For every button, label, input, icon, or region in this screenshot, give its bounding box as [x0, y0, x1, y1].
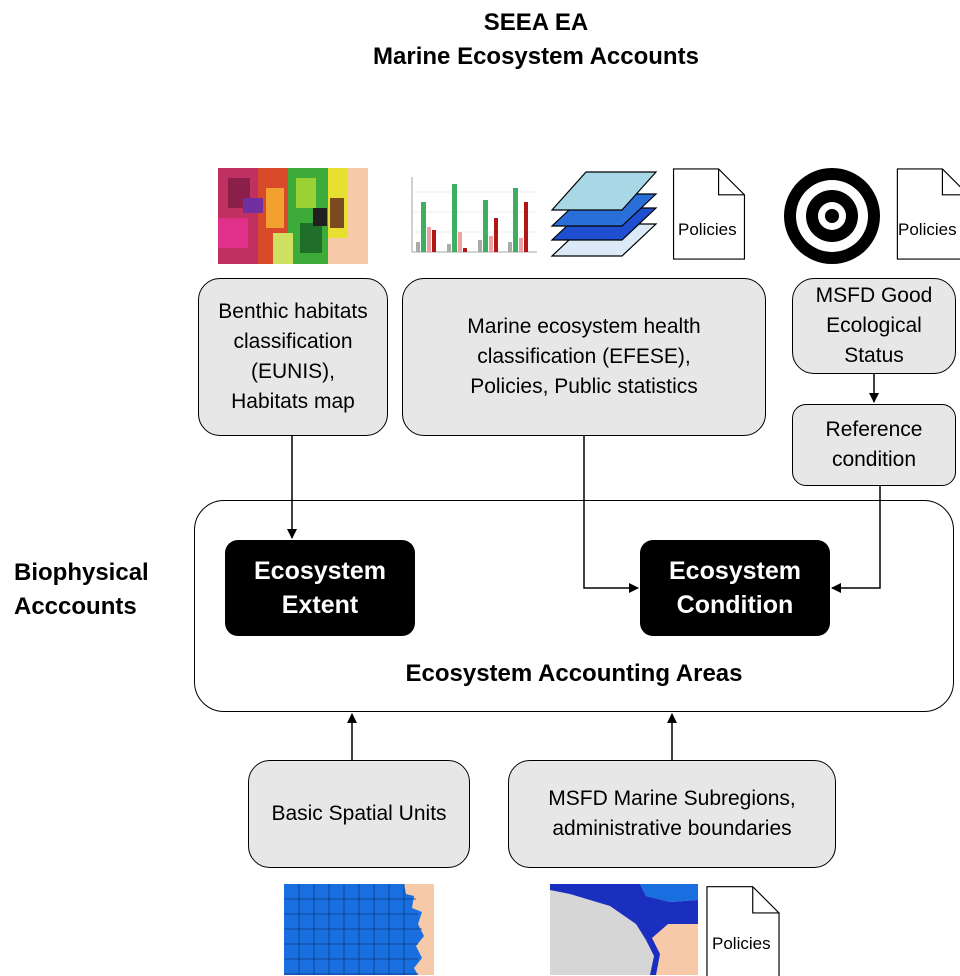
bar-chart-thumbnail-image [402, 172, 542, 260]
diagram-title-line1: SEEA EA [483, 9, 589, 36]
msfd-good-status-box: MSFD Good Ecological Status [792, 278, 956, 374]
benthic-habitats-box: Benthic habitats classification (EUNIS),… [198, 278, 388, 436]
target-icon [784, 168, 880, 264]
msfd-subregions-text: MSFD Marine Subregions, administrative b… [548, 787, 796, 840]
habitat-map-image [218, 168, 368, 264]
basic-spatial-units-box: Basic Spatial Units [248, 760, 470, 868]
msfd-subregions-box: MSFD Marine Subregions, administrative b… [508, 760, 836, 868]
ecosystem-condition-box: Ecosystem Condition [640, 540, 830, 636]
msfd-good-status-text: MSFD Good Ecological Status [815, 284, 933, 367]
reference-condition-text: Reference condition [825, 418, 923, 471]
benthic-habitats-text: Benthic habitats classification (EUNIS),… [218, 300, 368, 413]
layers-icon [550, 171, 658, 257]
marine-health-text: Marine ecosystem health classification (… [467, 315, 701, 398]
reference-condition-box: Reference condition [792, 404, 956, 486]
policies-document-label: Policies [678, 220, 737, 239]
subregion-map-image [550, 884, 698, 975]
spatial-grid-map-image [284, 884, 434, 975]
biophysical-accounts-label-line1: Biophysical [14, 559, 149, 586]
ecosystem-accounting-areas-label: Ecosystem Accounting Areas [405, 660, 743, 687]
policies-document-label-bottom: Policies [712, 934, 771, 953]
marine-health-box: Marine ecosystem health classification (… [402, 278, 766, 436]
policies-document-icon-right [896, 168, 960, 260]
basic-spatial-units-text: Basic Spatial Units [271, 802, 447, 825]
policies-document-icon [672, 168, 746, 260]
diagram-title-line2: Marine Ecosystem Accounts [373, 43, 699, 70]
biophysical-accounts-label-line2: Acccounts [14, 593, 137, 620]
policies-document-label-right: Policies [898, 220, 957, 239]
policies-document-icon-bottom [706, 886, 780, 976]
ecosystem-extent-box: Ecosystem Extent [225, 540, 415, 636]
